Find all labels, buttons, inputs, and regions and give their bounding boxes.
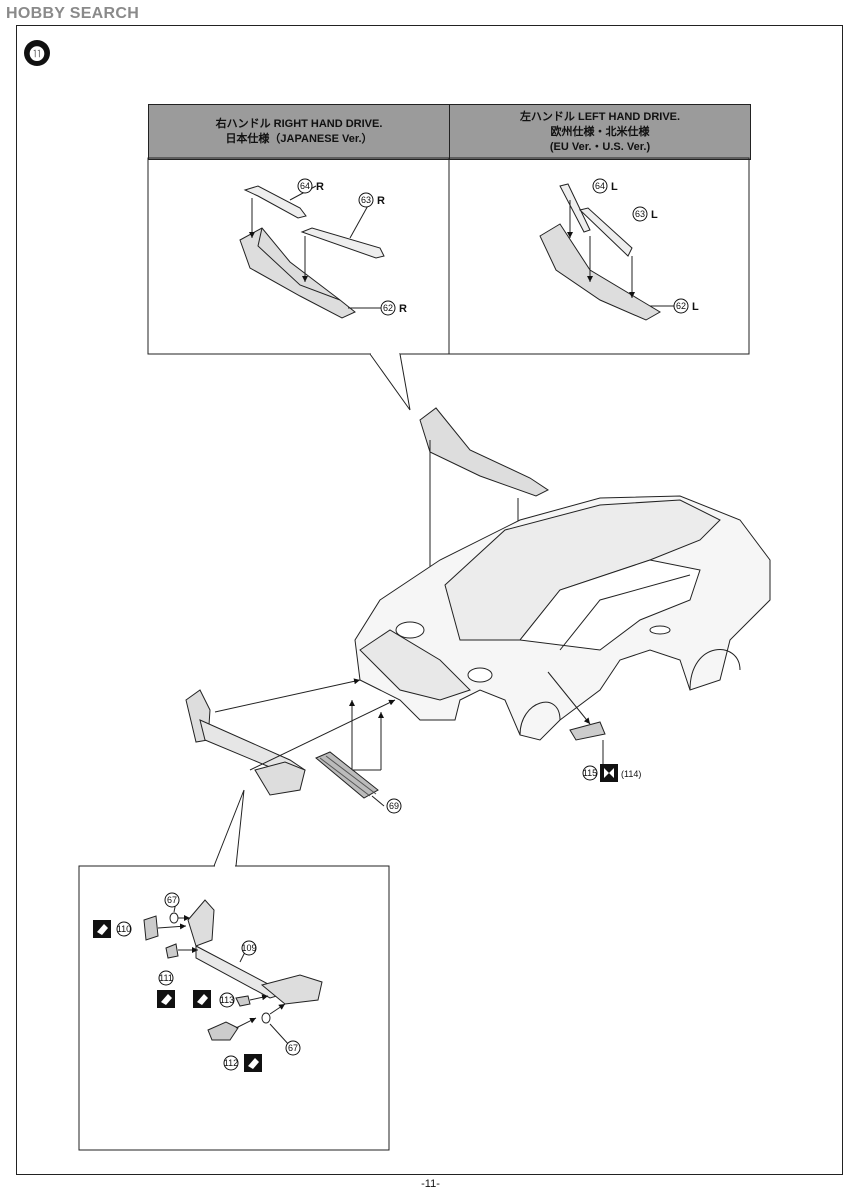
part-69-label: 69 — [386, 798, 402, 814]
part-number-63: 63 — [361, 195, 371, 205]
part-number-111: 111 — [159, 973, 173, 983]
rhd-version: 日本仕様（JAPANESE Ver.） — [225, 133, 373, 145]
detail-part-67-bottom: 67 — [285, 1040, 301, 1056]
step-number-badge: ⓫ — [24, 40, 50, 66]
rhd-part-63: 63 R — [358, 192, 385, 208]
lhd-version-detail: (EU Ver.・U.S. Ver.) — [549, 140, 651, 153]
side-marker-decal-callout: 115 (114) — [582, 764, 641, 782]
detail-part-110: 110 — [93, 920, 132, 938]
part-number-115: 115 — [583, 768, 597, 778]
side-label-l: L — [651, 209, 658, 221]
side-label-r: R — [399, 303, 407, 315]
side-label-r: R — [316, 181, 324, 193]
windshield-cowl-detail-panel — [147, 157, 750, 411]
lhd-part-63: 63 L — [632, 206, 658, 222]
part-number-113: 113 — [220, 995, 234, 1005]
part-number-69: 69 — [389, 801, 399, 811]
part-number-62: 62 — [383, 303, 393, 313]
detail-part-111: 111 — [157, 970, 211, 1008]
part-number-67: 67 — [288, 1043, 298, 1053]
car-body-drawing — [354, 407, 771, 765]
part-number-112: 112 — [224, 1058, 238, 1068]
side-label-l: L — [611, 181, 618, 193]
detail-part-109: 109 — [241, 940, 257, 956]
page-number: -11- — [421, 1178, 440, 1190]
lhd-cowl-parts-drawing — [539, 183, 678, 321]
rhd-title: 右ハンドル RIGHT HAND DRIVE. — [215, 118, 383, 130]
lhd-version: 欧州仕様・北米仕様 — [550, 125, 650, 138]
rhd-part-64: 64 R — [297, 178, 324, 194]
part-number-109: 109 — [241, 943, 256, 953]
part-number-67: 67 — [167, 895, 177, 905]
detail-part-112: 112 — [223, 1054, 262, 1072]
watermark-text: HOBBY SEARCH — [6, 5, 140, 22]
page-frame — [16, 25, 843, 1175]
lhd-part-62: 62 L — [673, 298, 699, 314]
hobby-search-watermark: HOBBY SEARCH — [6, 4, 139, 24]
part-number-110: 110 — [117, 924, 131, 934]
part-number-114: (114) — [621, 769, 641, 779]
lhd-part-64: 64 L — [592, 178, 618, 194]
rhd-cowl-parts-drawing — [239, 185, 385, 319]
side-label-r: R — [377, 195, 385, 207]
lhd-title: 左ハンドル LEFT HAND DRIVE. — [519, 110, 681, 123]
part-number-64: 64 — [595, 181, 605, 191]
part-number-62: 62 — [676, 301, 686, 311]
part-number-64: 64 — [300, 181, 310, 191]
bottom-panel-callout — [78, 789, 390, 1151]
front-bumper-frame-drawing — [185, 678, 396, 807]
part-number-63: 63 — [635, 209, 645, 219]
header-left-hand-drive: 左ハンドル LEFT HAND DRIVE. 欧州仕様・北米仕様 (EU Ver… — [449, 104, 751, 160]
front-frame-detail-drawing — [143, 899, 323, 1047]
detail-part-67-top: 67 — [164, 892, 180, 908]
detail-part-113: 113 — [219, 992, 235, 1008]
side-label-l: L — [692, 301, 699, 313]
rhd-part-62: 62 R — [380, 300, 407, 316]
